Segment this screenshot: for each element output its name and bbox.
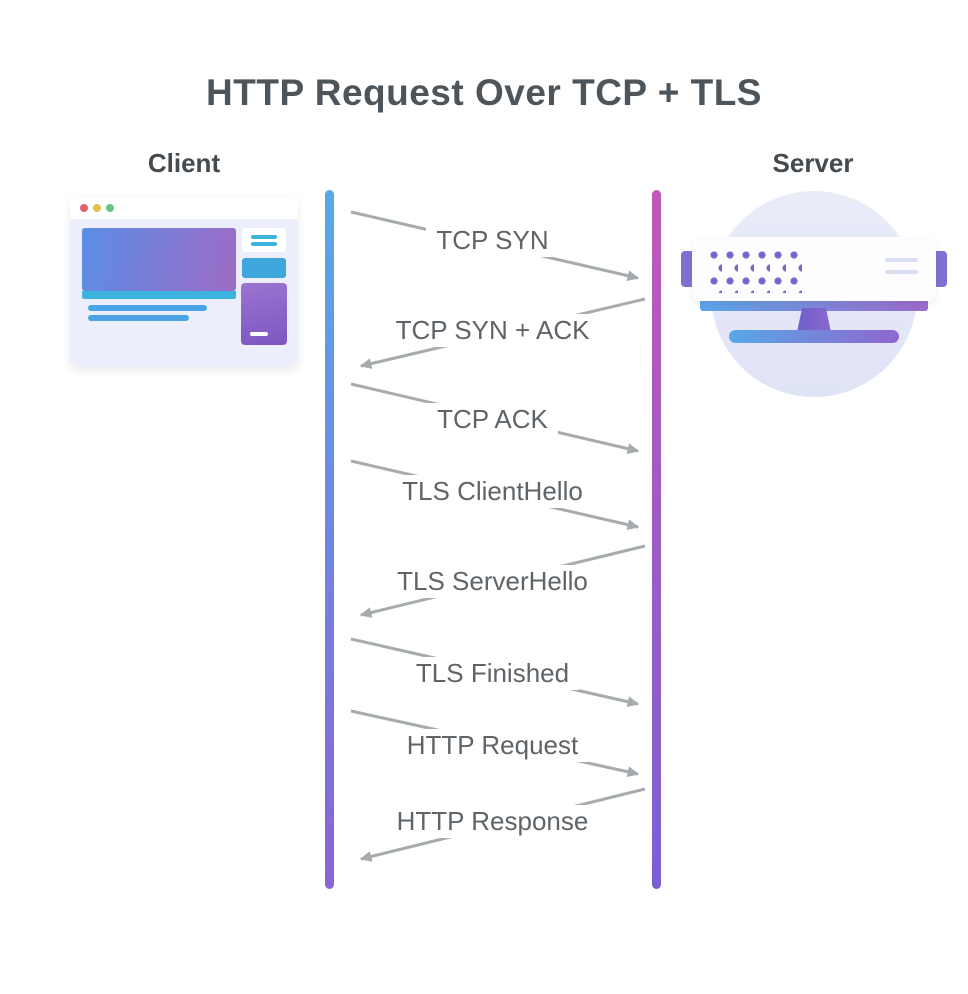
browser-side-panel xyxy=(241,283,287,345)
message-text: TLS ClientHello xyxy=(392,475,593,508)
browser-side-button xyxy=(242,258,286,278)
client-label: Client xyxy=(147,148,221,178)
browser-text-line-2 xyxy=(88,315,189,321)
browser-hero-image xyxy=(82,228,236,291)
server-lifeline xyxy=(652,190,661,889)
message-label-http-request: HTTP Request xyxy=(333,729,652,762)
message-text: TCP SYN + ACK xyxy=(385,314,600,347)
message-text: HTTP Response xyxy=(386,805,599,838)
window-control-green-icon xyxy=(106,204,114,212)
message-label-tcp-syn-ack: TCP SYN + ACK xyxy=(333,314,652,347)
message-label-http-response: HTTP Response xyxy=(333,805,652,838)
browser-side-card-line-1 xyxy=(251,235,277,239)
client-lifeline xyxy=(325,190,334,889)
message-label-tls-serverhello: TLS ServerHello xyxy=(333,565,652,598)
diagram-title: HTTP Request Over TCP + TLS xyxy=(206,72,762,113)
message-label-tls-clienthello: TLS ClientHello xyxy=(333,475,652,508)
window-control-yellow-icon xyxy=(93,204,101,212)
window-control-red-icon xyxy=(80,204,88,212)
browser-side-panel-line xyxy=(250,332,268,336)
server-label: Server xyxy=(772,148,854,178)
message-text: TLS ServerHello xyxy=(387,565,598,598)
message-label-tls-finished: TLS Finished xyxy=(333,657,652,690)
message-text: TCP ACK xyxy=(427,403,558,436)
message-text: TLS Finished xyxy=(405,657,580,690)
browser-side-card-line-2 xyxy=(251,242,277,246)
message-text: TCP SYN xyxy=(426,224,559,257)
browser-titlebar xyxy=(70,197,298,219)
message-text: HTTP Request xyxy=(396,729,589,762)
browser-side-card xyxy=(242,228,286,252)
client-browser-illustration xyxy=(70,197,298,366)
browser-hero-strip xyxy=(82,291,236,299)
message-label-tcp-syn: TCP SYN xyxy=(333,224,652,257)
message-label-tcp-ack: TCP ACK xyxy=(333,403,652,436)
browser-text-line-1 xyxy=(88,305,207,311)
